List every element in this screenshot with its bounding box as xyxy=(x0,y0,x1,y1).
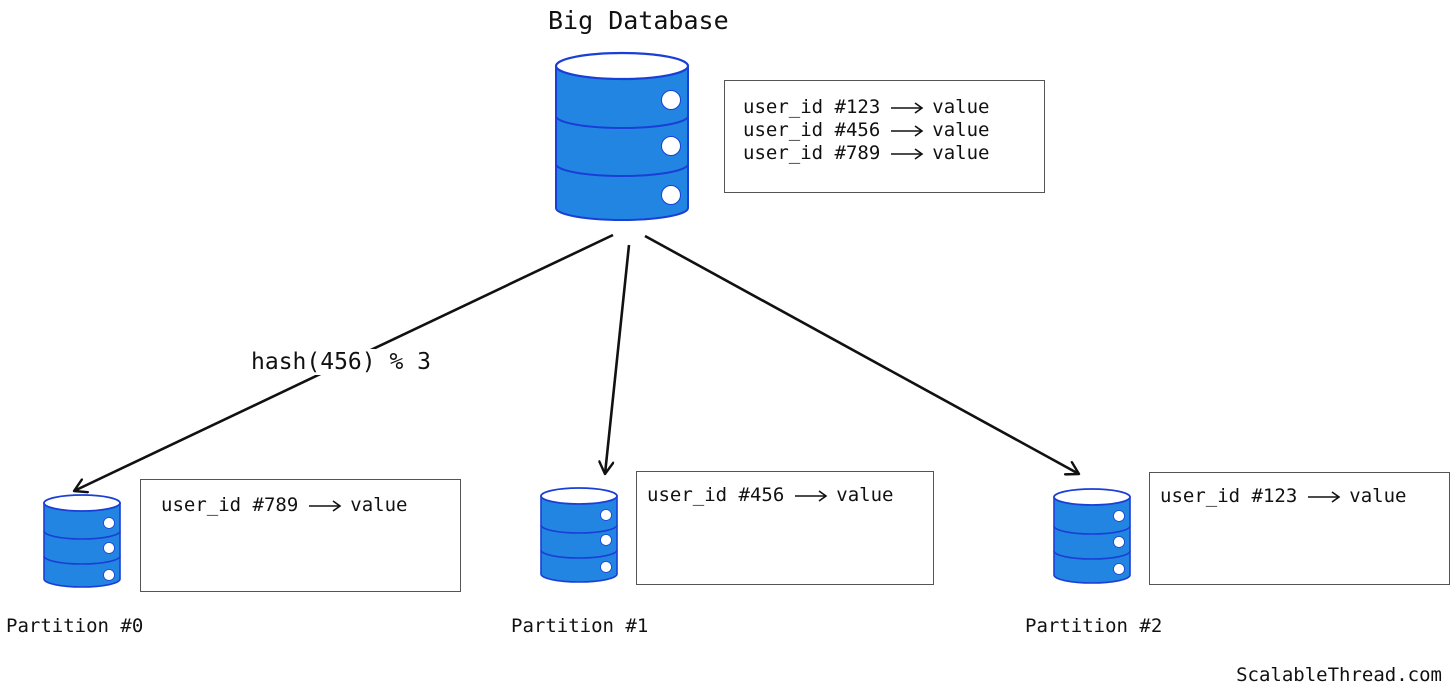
partition-1-database-icon xyxy=(540,487,618,583)
mapping-row: user_id #123 value xyxy=(743,96,1044,119)
mapping-row: user_id #789 value xyxy=(161,494,460,517)
arrow-to-partition-2 xyxy=(644,234,1079,474)
partition-2-database-icon xyxy=(1053,488,1131,584)
mapping-value: value xyxy=(350,494,408,516)
partition-0-mapping-box: user_id #789 value xyxy=(140,479,461,592)
arrow-to-partition-1 xyxy=(605,244,631,474)
mapping-key: user_id #456 xyxy=(743,119,881,141)
long-right-arrow-icon xyxy=(890,101,924,114)
mapping-key: user_id #123 xyxy=(743,96,881,118)
long-right-arrow-icon xyxy=(794,489,828,502)
big-database-mapping-box: user_id #123 value user_id #456 value us… xyxy=(724,80,1045,193)
mapping-row: user_id #789 value xyxy=(743,142,1044,165)
mapping-row: user_id #456 value xyxy=(743,119,1044,142)
page-title: Big Database xyxy=(548,6,729,35)
mapping-row: user_id #456 value xyxy=(647,484,933,507)
partition-2-mapping-box: user_id #123 value xyxy=(1149,472,1450,585)
partition-1-mapping-box: user_id #456 value xyxy=(636,471,934,585)
hash-edge-label: hash(456) % 3 xyxy=(249,349,434,375)
mapping-value: value xyxy=(932,119,990,141)
long-right-arrow-icon xyxy=(1307,490,1341,503)
mapping-value: value xyxy=(932,142,990,164)
long-right-arrow-icon xyxy=(890,147,924,160)
mapping-key: user_id #123 xyxy=(1160,485,1298,507)
long-right-arrow-icon xyxy=(890,124,924,137)
partition-0-label: Partition #0 xyxy=(6,615,144,637)
long-right-arrow-icon xyxy=(308,499,342,512)
partition-1-label: Partition #1 xyxy=(511,615,649,637)
partition-2-label: Partition #2 xyxy=(1025,615,1163,637)
big-database-icon xyxy=(554,51,690,221)
mapping-key: user_id #789 xyxy=(161,494,299,516)
partition-0-database-icon xyxy=(43,494,121,588)
mapping-key: user_id #789 xyxy=(743,142,881,164)
mapping-row: user_id #123 value xyxy=(1160,485,1449,508)
mapping-value: value xyxy=(1349,485,1407,507)
mapping-value: value xyxy=(932,96,990,118)
mapping-value: value xyxy=(836,484,894,506)
mapping-key: user_id #456 xyxy=(647,484,785,506)
footer-watermark: ScalableThread.com xyxy=(1236,664,1442,686)
